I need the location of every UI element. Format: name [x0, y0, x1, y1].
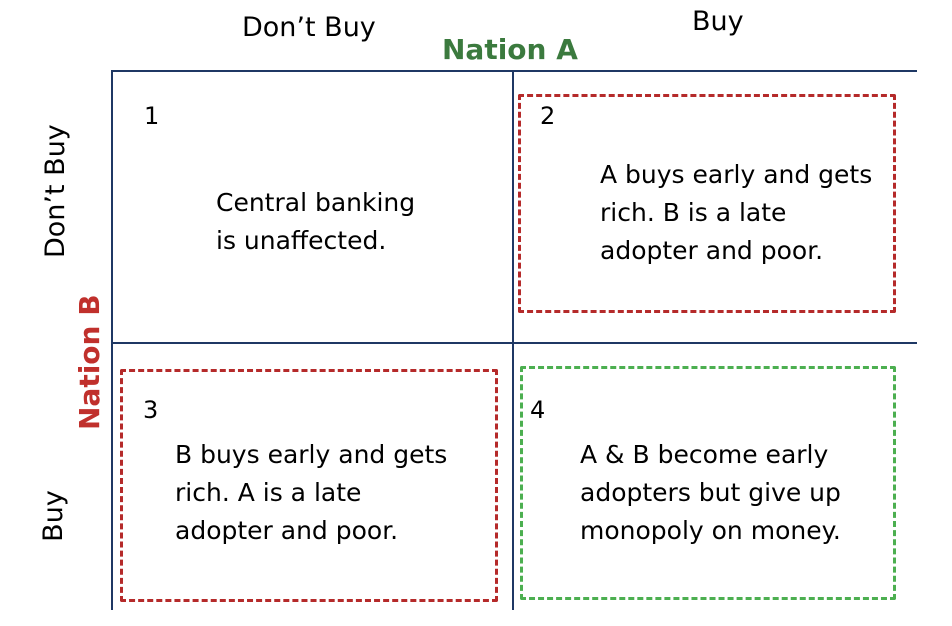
grid-top-line	[111, 70, 917, 72]
cell-4-number: 4	[530, 396, 546, 424]
grid-middle-line	[111, 342, 917, 344]
cell-1-number: 1	[144, 102, 160, 130]
row-header-buy: Buy	[38, 490, 69, 542]
cell-3-text: B buys early and gets rich. A is a late …	[175, 436, 447, 550]
cell-4-text: A & B become early adopters but give up …	[580, 436, 841, 550]
nation-b-label: Nation B	[73, 294, 106, 430]
cell-4-highlight-box	[520, 366, 896, 600]
cell-4-line-2: adopters but give up	[580, 478, 841, 507]
cell-1-line-1: Central banking	[216, 188, 416, 217]
cell-3-line-3: adopter and poor.	[175, 516, 399, 545]
column-header-buy: Buy	[692, 6, 744, 37]
cell-2-number: 2	[540, 102, 556, 130]
cell-3-number: 3	[143, 396, 159, 424]
cell-2-highlight-box	[518, 94, 896, 313]
cell-4-line-3: monopoly on money.	[580, 516, 841, 545]
cell-4-line-1: A & B become early	[580, 440, 829, 469]
cell-3-line-1: B buys early and gets	[175, 440, 448, 469]
cell-2-text: A buys early and gets rich. B is a late …	[600, 156, 872, 270]
column-header-dont-buy: Don’t Buy	[242, 12, 376, 43]
nation-a-label: Nation A	[442, 33, 578, 66]
cell-2-line-2: rich. B is a late	[600, 198, 787, 227]
cell-3-line-2: rich. A is a late	[175, 478, 362, 507]
cell-2-line-1: A buys early and gets	[600, 160, 873, 189]
grid-left-line	[111, 70, 113, 610]
row-header-dont-buy: Don’t Buy	[40, 124, 71, 258]
grid-center-line	[512, 70, 514, 610]
cell-1-line-2: is unaffected.	[216, 226, 387, 255]
cell-3-highlight-box	[120, 369, 498, 602]
cell-1-text: Central banking is unaffected.	[216, 184, 415, 260]
cell-2-line-3: adopter and poor.	[600, 236, 824, 265]
